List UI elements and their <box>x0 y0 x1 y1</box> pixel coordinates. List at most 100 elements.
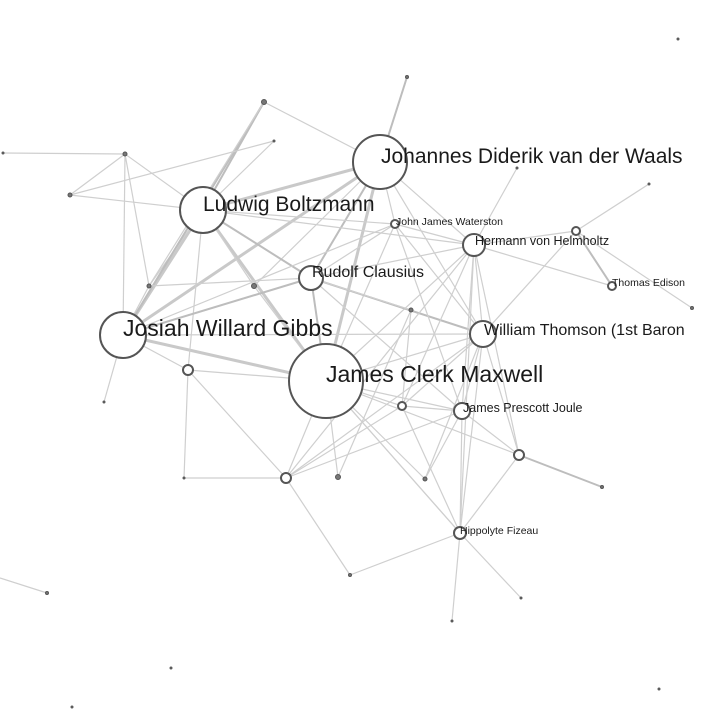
graph-edge <box>451 532 461 622</box>
graph-edge <box>473 167 518 246</box>
graph-edge <box>310 277 463 412</box>
graph-node-clausius[interactable] <box>298 265 324 291</box>
graph-edge <box>187 209 204 371</box>
graph-node-a14[interactable] <box>397 401 407 411</box>
graph-node-a9[interactable] <box>182 364 194 376</box>
graph-edge <box>401 244 475 407</box>
graph-node-a30[interactable] <box>70 705 74 709</box>
graph-edge <box>285 410 463 479</box>
graph-node-a23[interactable] <box>348 573 352 577</box>
graph-node-waterston[interactable] <box>390 219 400 229</box>
graph-edge <box>2 152 126 155</box>
graph-node-joule[interactable] <box>453 402 471 420</box>
node-label-clausius: Rudolf Clausius <box>312 264 424 281</box>
graph-node-a13[interactable] <box>335 474 341 480</box>
node-label-edison: Thomas Edison <box>612 277 685 289</box>
graph-edge <box>202 209 396 225</box>
graph-node-a25[interactable] <box>450 619 454 623</box>
graph-node-edison[interactable] <box>607 281 617 291</box>
graph-edge <box>122 277 312 336</box>
graph-edge <box>253 161 381 287</box>
graph-node-fizeau[interactable] <box>453 526 467 540</box>
node-label-waterston: John James Waterston <box>396 216 503 228</box>
graph-node-a10[interactable] <box>102 400 106 404</box>
node-label-gibbs: Josiah Willard Gibbs <box>123 315 333 341</box>
graph-node-a16[interactable] <box>513 449 525 461</box>
graph-node-a8[interactable] <box>251 283 257 289</box>
graph-edge <box>337 309 412 478</box>
graph-edge <box>575 230 693 309</box>
graph-edge <box>122 160 381 337</box>
graph-node-a3[interactable] <box>272 139 276 143</box>
graph-node-a5[interactable] <box>67 192 73 198</box>
graph-edge <box>69 153 126 196</box>
graph-node-a24[interactable] <box>519 596 523 600</box>
graph-node-a20[interactable] <box>647 182 651 186</box>
graph-node-a6[interactable] <box>1 151 5 155</box>
graph-edge <box>285 333 484 479</box>
graph-edge <box>285 477 351 576</box>
graph-node-a21[interactable] <box>690 306 694 310</box>
graph-node-a1[interactable] <box>261 99 267 105</box>
graph-node-vanderwaals[interactable] <box>352 134 408 190</box>
graph-edge <box>187 369 287 479</box>
graph-node-a4[interactable] <box>122 151 128 157</box>
graph-node-a22[interactable] <box>515 166 519 170</box>
graph-node-a7[interactable] <box>146 283 152 289</box>
node-label-fizeau: Hippolyte Fizeau <box>460 525 538 537</box>
node-label-thomson: William Thomson (1st Baron <box>484 322 685 339</box>
graph-node-thomson[interactable] <box>469 320 497 348</box>
graph-node-a11[interactable] <box>182 476 186 480</box>
graph-edge <box>379 161 484 335</box>
graph-edge <box>310 277 412 311</box>
node-label-joule: James Prescott Joule <box>463 401 583 415</box>
graph-node-helmholtz[interactable] <box>462 233 486 257</box>
graph-edge <box>473 244 484 335</box>
graph-node-a26[interactable] <box>45 591 49 595</box>
graph-node-maxwell[interactable] <box>288 343 364 419</box>
graph-labels: James Clerk Maxwell Johannes Diderik van… <box>123 145 685 537</box>
graph-edge <box>349 532 461 576</box>
node-label-boltzmann: Ludwig Boltzmann <box>203 193 375 216</box>
graph-node-a2[interactable] <box>405 75 409 79</box>
graph-edge <box>459 410 463 534</box>
graph-edge <box>285 244 475 479</box>
graph-edge <box>202 209 475 246</box>
graph-edge <box>69 140 275 196</box>
graph-edge <box>424 333 484 480</box>
graph-node-a28[interactable] <box>169 666 173 670</box>
graph-node-a15[interactable] <box>422 476 428 482</box>
graph-edge <box>124 153 150 287</box>
node-label-maxwell: James Clerk Maxwell <box>326 361 543 387</box>
graph-edge <box>401 405 461 534</box>
graph-edge <box>401 405 463 412</box>
graph-node-a17[interactable] <box>600 485 604 489</box>
graph-edge <box>473 230 577 246</box>
graph-edge <box>482 230 577 335</box>
graph-edge <box>461 244 475 412</box>
graph-edge <box>401 309 412 407</box>
graph-edge <box>183 369 189 479</box>
graph-edge <box>473 244 520 456</box>
graph-node-a18[interactable] <box>408 307 414 313</box>
graph-edge <box>285 405 403 479</box>
graph-edge <box>518 454 603 488</box>
graph-node-a19[interactable] <box>571 226 581 236</box>
graph-edge <box>202 160 381 212</box>
graph-edge <box>459 532 522 599</box>
graph-edge <box>394 223 463 412</box>
graph-node-a29[interactable] <box>657 687 661 691</box>
graph-edge <box>575 183 650 232</box>
graph-edge <box>473 244 613 287</box>
graph-edge <box>424 410 463 480</box>
graph-node-a27[interactable] <box>676 37 680 41</box>
graph-node-gibbs[interactable] <box>99 311 147 359</box>
graph-edge <box>122 223 396 336</box>
graph-node-boltzmann[interactable] <box>179 186 227 234</box>
graph-node-a12[interactable] <box>280 472 292 484</box>
graph-edge <box>459 333 484 534</box>
graph-nodes <box>1 37 694 709</box>
graph-edge <box>482 333 520 456</box>
node-label-helmholtz: Hermann von Helmholtz <box>475 234 609 248</box>
